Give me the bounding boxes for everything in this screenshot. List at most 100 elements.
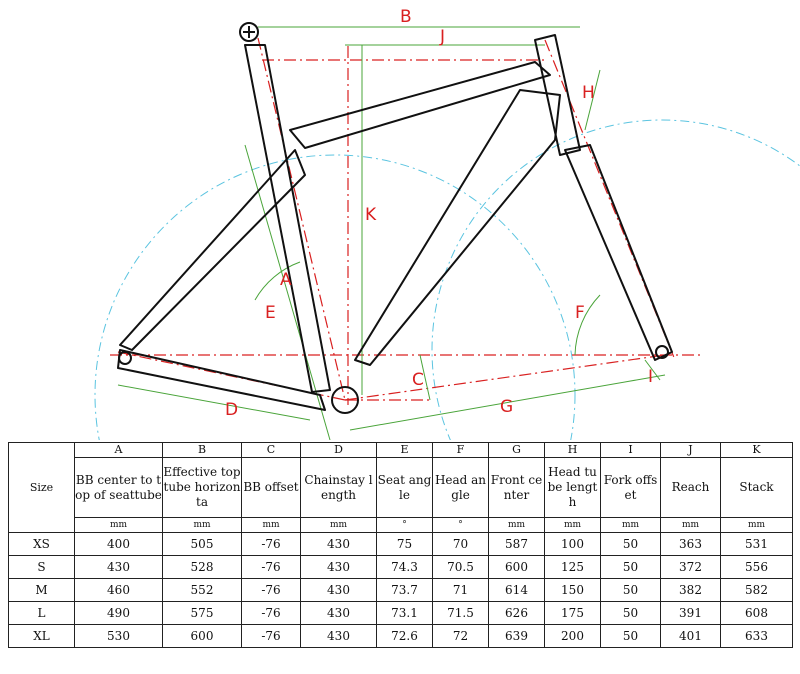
table-cell: 582: [720, 578, 793, 602]
table-cell: 490: [74, 601, 163, 625]
table-cell: 530: [74, 624, 163, 648]
column-name: Reach: [660, 457, 721, 518]
table-cell: 430: [300, 555, 377, 579]
table-cell: 125: [544, 555, 601, 579]
column-name: Head tube length: [544, 457, 601, 518]
size-header: Size: [8, 442, 75, 533]
size-cell: XS: [8, 532, 75, 556]
table-cell: 600: [488, 555, 545, 579]
dimension-label-c: C: [412, 370, 424, 390]
size-cell: M: [8, 578, 75, 602]
dimension-label-d: D: [225, 400, 238, 420]
table-cell: 100: [544, 532, 601, 556]
column-letter: K: [720, 442, 793, 458]
table-cell: 175: [544, 601, 601, 625]
wheel-reference-circles: [94, 119, 800, 440]
column-letter: F: [432, 442, 489, 458]
dimension-label-g: G: [500, 397, 513, 417]
table-cell: 430: [300, 578, 377, 602]
table-cell: -76: [241, 555, 301, 579]
table-cell: -76: [241, 578, 301, 602]
column-unit: mm: [488, 517, 545, 533]
front-dropout: [655, 345, 669, 359]
column-unit: mm: [74, 517, 163, 533]
column-name: Seat angle: [376, 457, 433, 518]
table-cell: 608: [720, 601, 793, 625]
table-cell: 460: [74, 578, 163, 602]
table-cell: 74.3: [376, 555, 433, 579]
column-letter: C: [241, 442, 301, 458]
frame-outline: [117, 34, 673, 414]
column-unit: mm: [544, 517, 601, 533]
column-unit: mm: [241, 517, 301, 533]
dimension-label-b: B: [400, 7, 412, 27]
table-cell: 556: [720, 555, 793, 579]
table-cell: 72: [432, 624, 489, 648]
table-cell: 363: [660, 532, 721, 556]
table-cell: 200: [544, 624, 601, 648]
seat-clamp-icon: [239, 22, 259, 42]
seat-tube: [244, 44, 331, 393]
column-letter: I: [600, 442, 661, 458]
dimension-label-j: J: [439, 27, 445, 47]
column-name: Chainstay length: [300, 457, 377, 518]
table-cell: -76: [241, 532, 301, 556]
column-unit: mm: [720, 517, 793, 533]
column-letter: G: [488, 442, 545, 458]
rear-dropout: [118, 351, 132, 365]
down-tube: [354, 89, 561, 366]
table-cell: -76: [241, 601, 301, 625]
dimension-label-a: A: [280, 270, 292, 290]
table-cell: 430: [300, 601, 377, 625]
column-letter: A: [74, 442, 163, 458]
construction-lines: [110, 37, 700, 405]
table-cell: 71.5: [432, 601, 489, 625]
table-cell: 50: [600, 601, 661, 625]
table-cell: 430: [74, 555, 163, 579]
dimension-label-h: H: [582, 83, 595, 103]
table-cell: 552: [162, 578, 242, 602]
table-cell: 50: [600, 624, 661, 648]
column-name: Effective top tube horizonta: [162, 457, 242, 518]
column-unit: °: [432, 517, 489, 533]
table-cell: -76: [241, 624, 301, 648]
column-unit: mm: [162, 517, 242, 533]
column-name: BB offset: [241, 457, 301, 518]
table-cell: 372: [660, 555, 721, 579]
chain-stay: [117, 349, 326, 411]
column-letter: E: [376, 442, 433, 458]
column-letter: D: [300, 442, 377, 458]
dimension-label-i: I: [648, 367, 653, 387]
column-name: BB center to top of seattube: [74, 457, 163, 518]
head-tube: [534, 34, 581, 156]
size-cell: S: [8, 555, 75, 579]
table-cell: 50: [600, 578, 661, 602]
table-cell: 401: [660, 624, 721, 648]
seat-stay: [119, 149, 306, 351]
table-cell: 430: [300, 624, 377, 648]
column-unit: mm: [300, 517, 377, 533]
dimension-label-k: K: [365, 205, 377, 225]
table-cell: 633: [720, 624, 793, 648]
column-unit: mm: [660, 517, 721, 533]
column-unit: mm: [600, 517, 661, 533]
table-cell: 50: [600, 532, 661, 556]
table-cell: 75: [376, 532, 433, 556]
table-cell: 528: [162, 555, 242, 579]
table-cell: 587: [488, 532, 545, 556]
table-cell: 626: [488, 601, 545, 625]
size-cell: XL: [8, 624, 75, 648]
table-cell: 639: [488, 624, 545, 648]
dimension-label-f: F: [575, 303, 585, 323]
table-cell: 73.7: [376, 578, 433, 602]
column-letter: B: [162, 442, 242, 458]
table-cell: 400: [74, 532, 163, 556]
bike-frame-geometry-diagram: B J H K A E F C D G I: [94, 7, 800, 440]
table-cell: 505: [162, 532, 242, 556]
table-cell: 600: [162, 624, 242, 648]
table-cell: 72.6: [376, 624, 433, 648]
